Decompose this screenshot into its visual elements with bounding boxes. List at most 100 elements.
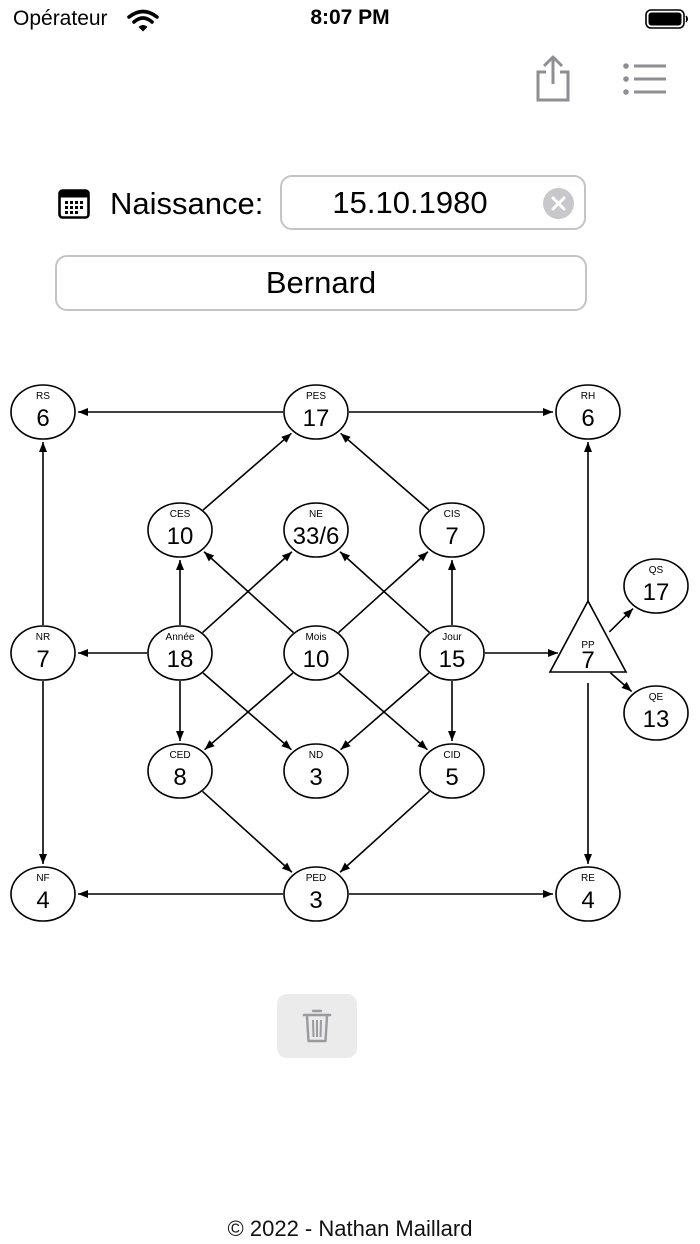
arrow-mois-to-ced (204, 672, 294, 751)
node-label: RE (581, 873, 595, 884)
node-ellipse (283, 502, 349, 558)
node-label: NR (36, 632, 50, 643)
delete-button[interactable] (277, 994, 357, 1058)
node-value: 3 (309, 887, 322, 914)
node-ellipse (623, 558, 689, 614)
node-value: 7 (445, 523, 458, 550)
arrow-cid-to-ped (339, 790, 430, 873)
node-value: 17 (303, 405, 330, 432)
node-ellipse (419, 743, 485, 799)
node-value: 3 (309, 764, 322, 791)
node-mois: Mois 10 (283, 625, 349, 681)
node-value: 13 (643, 706, 670, 733)
arrow-jour-to-nd (340, 672, 430, 751)
node-ellipse (283, 625, 349, 681)
node-label: Jour (442, 632, 462, 643)
node-ellipse (10, 384, 76, 440)
node-pes: PES 17 (283, 384, 349, 440)
node-triangle (548, 599, 628, 673)
node-label: ND (309, 750, 323, 761)
node-value: 7 (581, 647, 594, 674)
node-value: 33/6 (293, 523, 340, 550)
node-label: CID (443, 750, 460, 761)
name-field[interactable]: Bernard (55, 255, 587, 311)
node-value: 4 (581, 887, 594, 914)
battery-icon (645, 9, 688, 29)
node-value: 10 (167, 523, 194, 550)
node-ellipse (623, 685, 689, 741)
node-ellipse (147, 743, 213, 799)
node-ellipse (419, 625, 485, 681)
node-rs: RS 6 (10, 384, 76, 440)
node-ped: PED 3 (283, 866, 349, 922)
node-value: 5 (445, 764, 458, 791)
node-label: CED (169, 750, 190, 761)
node-label: PP (581, 640, 595, 651)
node-label: NF (36, 873, 49, 884)
arrow-mois-to-cis (338, 551, 429, 634)
node-ces: CES 10 (147, 502, 213, 558)
list-icon[interactable] (622, 62, 668, 96)
arrow-cis-to-pes (340, 432, 430, 511)
carrier-label: Opérateur (13, 7, 108, 30)
node-value: 10 (303, 646, 330, 673)
node-label: Année (166, 632, 195, 643)
node-ellipse (555, 866, 621, 922)
node-ellipse (555, 384, 621, 440)
node-label: CES (170, 509, 191, 520)
node-label: NE (309, 509, 323, 520)
node-label: RS (36, 391, 50, 402)
arrow-jour-to-ne (339, 551, 430, 634)
copyright-footer: © 2022 - Nathan Maillard (227, 1216, 473, 1241)
node-ellipse (147, 502, 213, 558)
node-value: 15 (439, 646, 466, 673)
arrow-mois-to-cid (338, 672, 428, 751)
arrow-pp-to-qe (609, 672, 633, 693)
node-label: RH (581, 391, 595, 402)
wifi-icon (127, 9, 159, 32)
node-ellipse (10, 625, 76, 681)
node-value: 6 (581, 405, 594, 432)
node-label: PES (306, 391, 326, 402)
node-cid: CID 5 (419, 743, 485, 799)
node-ellipse (283, 384, 349, 440)
node-nd: ND 3 (283, 743, 349, 799)
node-re: RE 4 (555, 866, 621, 922)
node-label: QS (649, 565, 664, 576)
node-ellipse (10, 866, 76, 922)
arrow-pp-to-qs (608, 608, 634, 633)
node-annee: Année 18 (147, 625, 213, 681)
numerology-diagram: RS6PES17RH6CES10NE33/6CIS7QS17NR7Année18… (10, 384, 689, 922)
arrow-annee-to-nd (202, 672, 292, 751)
arrow-ced-to-ped (202, 790, 293, 873)
node-nr: NR 7 (10, 625, 76, 681)
node-rh: RH 6 (555, 384, 621, 440)
node-value: 8 (173, 764, 186, 791)
share-icon[interactable] (533, 54, 573, 102)
node-ellipse (283, 743, 349, 799)
node-jour: Jour 15 (419, 625, 485, 681)
arrow-ces-to-pes (202, 432, 292, 511)
birth-date-field[interactable]: 15.10.1980 (280, 175, 586, 230)
trash-icon (302, 1009, 332, 1043)
node-ne: NE 33/6 (283, 502, 349, 558)
birth-label: Naissance: (110, 186, 264, 221)
node-value: 6 (36, 405, 49, 432)
node-pp: PP7 (548, 599, 628, 674)
arrow-mois-to-ces (203, 551, 294, 634)
node-label: PED (306, 873, 327, 884)
node-value: 4 (36, 887, 49, 914)
node-label: Mois (305, 632, 326, 643)
node-value: 18 (167, 646, 194, 673)
node-ellipse (419, 502, 485, 558)
arrow-annee-to-ne (202, 551, 293, 634)
clear-icon[interactable] (543, 188, 574, 219)
status-time: 8:07 PM (310, 6, 390, 29)
birth-date-value: 15.10.1980 (332, 185, 488, 220)
node-nf: NF 4 (10, 866, 76, 922)
node-value: 7 (36, 646, 49, 673)
node-ced: CED 8 (147, 743, 213, 799)
